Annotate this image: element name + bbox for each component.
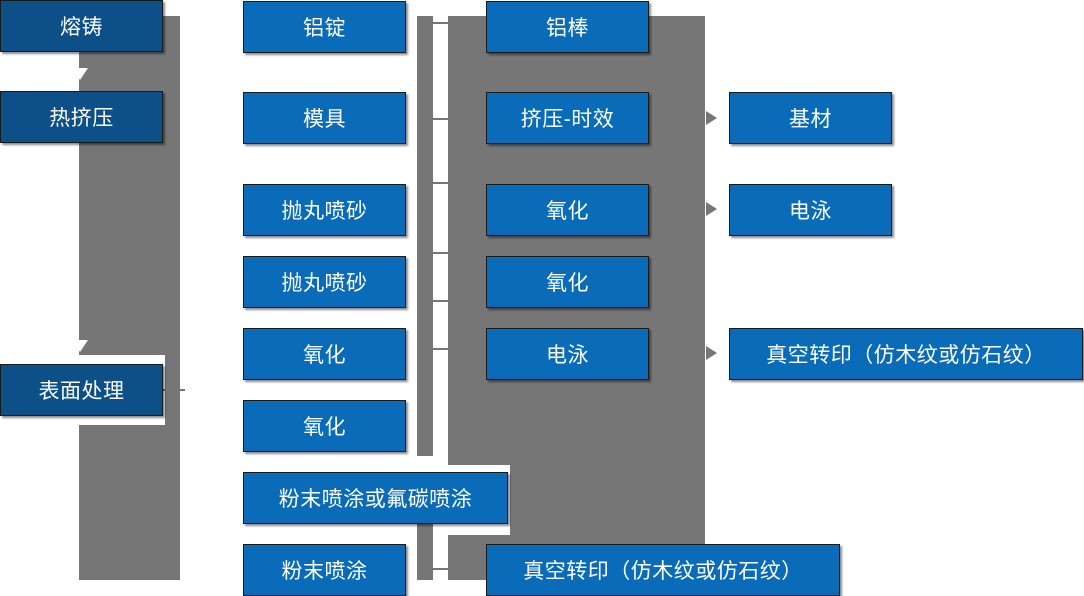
connector-band-middle	[417, 16, 433, 456]
node-oxidation-c2-1[interactable]: 氧化	[243, 328, 406, 380]
arrow-to-node-aluminum-ingot	[181, 19, 193, 35]
groove-tick-2	[433, 118, 449, 120]
arrow-to-node-powder-spray	[181, 561, 193, 577]
groove-tick-6	[433, 348, 449, 350]
arrow-to-node-oxidation-1	[181, 345, 193, 361]
groove-tick-4	[433, 252, 449, 254]
node-shot-blasting-1[interactable]: 抛丸喷砂	[243, 184, 406, 236]
node-aluminum-rod[interactable]: 铝棒	[486, 1, 649, 53]
node-oxidation-c2-2[interactable]: 氧化	[243, 400, 406, 452]
node-electrophoresis-c4[interactable]: 电泳	[729, 184, 892, 236]
node-powder-or-fluorocarbon-coating[interactable]: 粉末喷涂或氟碳喷涂	[243, 472, 508, 524]
node-oxidation-c3-1[interactable]: 氧化	[486, 184, 649, 236]
node-electrophoresis-c3[interactable]: 电泳	[486, 328, 649, 380]
arrow-to-node-electrophoresis	[706, 202, 717, 216]
arrow-to-node-vacuum-transfer	[706, 346, 717, 360]
groove-tick-7	[433, 568, 449, 570]
node-aluminum-ingot[interactable]: 铝锭	[243, 1, 406, 53]
down-arrow-extrusion-to-surface	[72, 340, 88, 352]
groove-tick-1	[433, 22, 449, 24]
groove-tick-5	[433, 300, 449, 302]
down-arrow-melting-to-extrusion	[72, 68, 88, 80]
node-vacuum-transfer-c3[interactable]: 真空转印（仿木纹或仿石纹）	[486, 544, 840, 596]
arrow-to-node-oxidation-2	[181, 417, 193, 433]
groove-tick-3	[433, 182, 449, 184]
arrow-to-node-mold	[181, 110, 193, 126]
arrow-to-node-powder-coating	[181, 489, 193, 505]
arrow-to-node-shot-blasting-1	[181, 201, 193, 217]
node-shot-blasting-2[interactable]: 抛丸喷砂	[243, 256, 406, 308]
node-vacuum-transfer-c4[interactable]: 真空转印（仿木纹或仿石纹）	[729, 328, 1083, 380]
node-melting-casting[interactable]: 熔铸	[0, 0, 163, 52]
arrow-to-node-shot-blasting-2	[181, 273, 193, 289]
arrow-to-node-substrate	[706, 111, 717, 125]
node-extrusion-aging[interactable]: 挤压-时效	[486, 92, 649, 144]
node-hot-extrusion[interactable]: 热挤压	[0, 91, 163, 143]
tick-surface-treatment	[163, 389, 185, 391]
node-mold[interactable]: 模具	[243, 92, 406, 144]
node-substrate[interactable]: 基材	[729, 92, 892, 144]
node-oxidation-c3-2[interactable]: 氧化	[486, 256, 649, 308]
node-surface-treatment[interactable]: 表面处理	[0, 364, 163, 416]
node-powder-coating[interactable]: 粉末喷涂	[243, 544, 406, 596]
band-groove-vertical	[433, 16, 448, 580]
